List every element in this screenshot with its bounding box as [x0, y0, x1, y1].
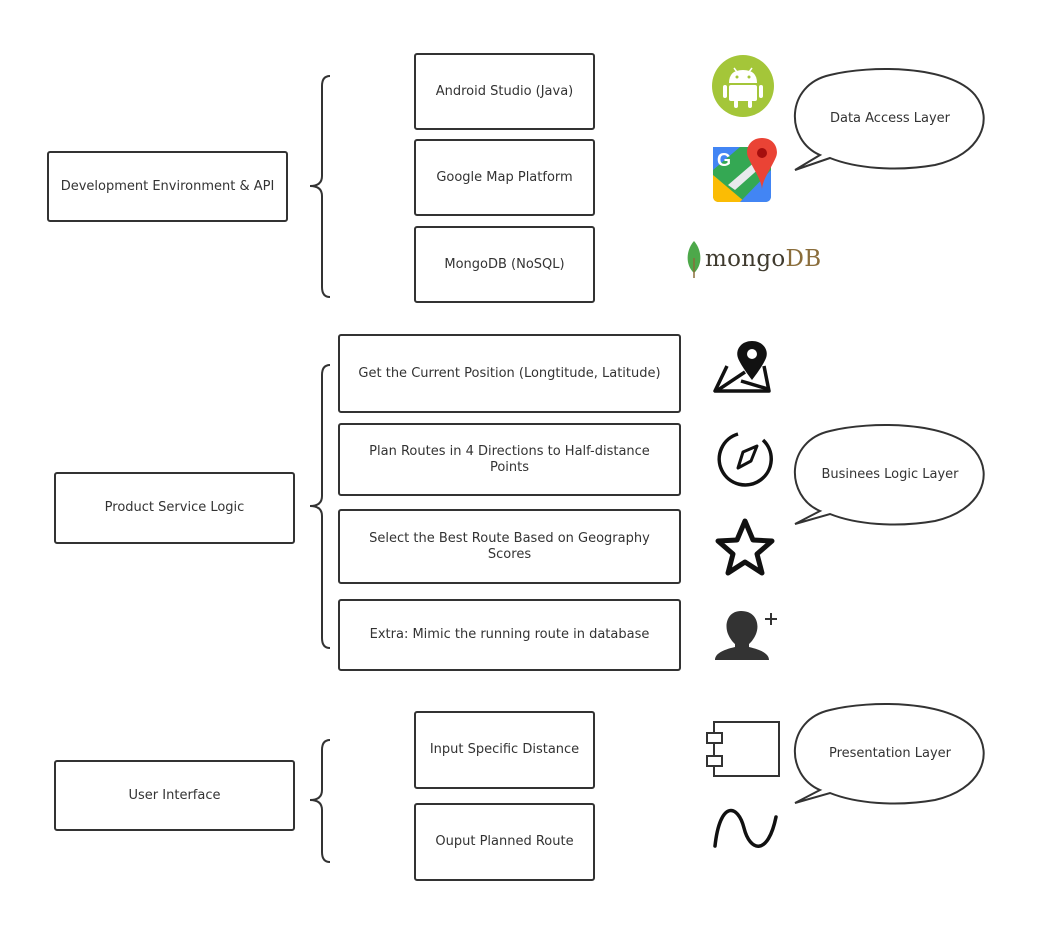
item-input-distance: Input Specific Distance: [414, 711, 595, 789]
bubble-data-access: [794, 68, 985, 171]
item-select-best-route: Select the Best Route Based on Geography…: [338, 509, 681, 584]
mongodb-wordmark-suffix: DB: [785, 246, 822, 272]
google-maps-logo-icon: G: [713, 138, 777, 202]
item-current-position: Get the Current Position (Longtitude, La…: [338, 334, 681, 413]
mongodb-wordmark-prefix: mongo: [705, 246, 786, 272]
sine-wave-icon: [713, 808, 778, 848]
layer-presentation: Presentation Layer: [828, 745, 952, 761]
group-label-ui: User Interface: [54, 760, 295, 831]
component-icon: [706, 721, 780, 777]
brace-development: [309, 75, 331, 298]
item-android-studio: Android Studio (Java): [414, 53, 595, 130]
item-google-map-platform: Google Map Platform: [414, 139, 595, 216]
brace-product: [309, 364, 331, 649]
layer-data-access: Data Access Layer: [829, 110, 951, 126]
brace-ui: [309, 739, 331, 863]
item-mimic-route: Extra: Mimic the running route in databa…: [338, 599, 681, 671]
item-output-route: Ouput Planned Route: [414, 803, 595, 881]
star-icon: [715, 518, 775, 576]
bubble-presentation: [794, 703, 985, 805]
add-user-icon: [715, 611, 777, 660]
compass-icon: [717, 432, 773, 487]
layer-business-logic: Businees Logic Layer: [821, 466, 959, 482]
google-maps-letter: G: [717, 150, 731, 170]
group-label-product: Product Service Logic: [54, 472, 295, 544]
mongodb-leaf-icon: [687, 241, 701, 278]
map-pin-icon: [713, 341, 771, 393]
android-logo-icon: [712, 55, 774, 117]
bubble-business-logic: [794, 424, 985, 526]
item-plan-routes: Plan Routes in 4 Directions to Half-dist…: [338, 423, 681, 496]
item-mongodb: MongoDB (NoSQL): [414, 226, 595, 303]
group-label-development: Development Environment & API: [47, 151, 288, 222]
mongodb-wordmark: mongoDB: [705, 246, 822, 272]
